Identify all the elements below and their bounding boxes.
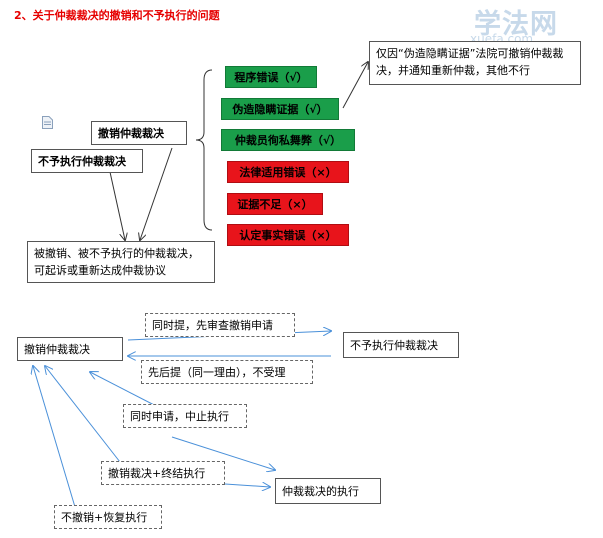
non-enforce-award-box: 不予执行仲裁裁决: [31, 149, 143, 173]
watermark-logo: 学法网: [474, 9, 558, 40]
label-not-revoked-resume: 不撤销+恢复执行: [54, 505, 162, 529]
label-suspend-enforcement: 同时申请，中止执行: [123, 404, 247, 428]
ground-insufficient-evidence: 证据不足（×）: [227, 193, 323, 215]
ground-forged-evidence: 伪造隐瞒证据（√）: [221, 98, 339, 120]
page-title: 2、关于仲裁裁决的撤销和不予执行的问题: [14, 9, 220, 22]
arrow-suspend-to-revoke: [90, 372, 161, 409]
ground-fact-finding-error: 认定事实错误（×）: [227, 224, 349, 246]
ground-arbitrator-misconduct: 仲裁员徇私舞弊（√）: [221, 129, 355, 151]
result-note: 被撤销、被不予执行的仲裁裁决，可起诉或重新达成仲裁协议: [27, 241, 215, 283]
arrow-terminate-to-revoke: [45, 366, 121, 463]
nonenforce-to-result-arrow: [109, 171, 125, 240]
revoke-award-box: 撤销仲裁裁决: [91, 121, 187, 145]
revoke-award-node: 撤销仲裁裁决: [17, 337, 123, 361]
non-enforce-award-node: 不予执行仲裁裁决: [343, 332, 459, 358]
document-icon: [42, 116, 53, 129]
grounds-brace: [195, 69, 213, 231]
forged-evidence-callout: 仅因“伪造隐瞒证据”法院可撤销仲裁裁决，并通知重新仲裁，其他不行: [369, 41, 581, 85]
callout-arrow: [342, 62, 368, 109]
ground-procedural-error: 程序错误（√）: [225, 66, 317, 88]
label-revoke-terminate: 撤销裁决+终结执行: [101, 461, 225, 485]
ground-law-application-error: 法律适用错误（×）: [227, 161, 349, 183]
label-simultaneous-filing: 同时提，先审查撤销申请: [145, 313, 295, 337]
arrow-to-enforcement-1: [171, 436, 275, 470]
revoke-to-result-arrow: [140, 147, 173, 240]
award-enforcement-node: 仲裁裁决的执行: [275, 478, 381, 504]
arrow-resume-to-revoke: [33, 366, 76, 508]
label-sequential-filing: 先后提（同一理由），不受理: [141, 360, 313, 384]
